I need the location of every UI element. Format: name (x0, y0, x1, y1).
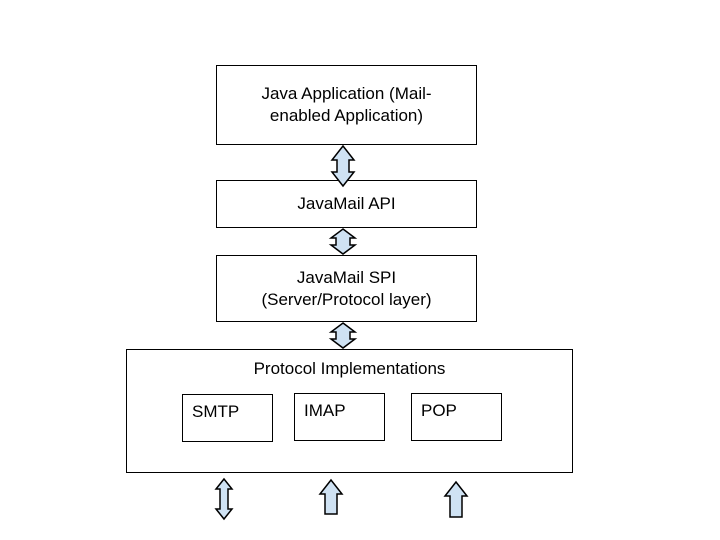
pop-label: POP (421, 401, 457, 420)
protocol-implementations-title: Protocol Implementations (253, 359, 446, 378)
api-spi-double-arrow (328, 228, 358, 255)
pop-up-arrow (443, 480, 469, 518)
smtp-box: SMTP (182, 394, 273, 442)
smtp-double-arrow (214, 477, 234, 521)
smtp-label: SMTP (192, 402, 240, 421)
javamail-spi-label: JavaMail SPI (Server/Protocol layer) (261, 267, 432, 309)
imap-up-arrow (318, 478, 344, 515)
app-api-double-arrow (330, 144, 356, 188)
java-application-box: Java Application (Mail- enabled Applicat… (216, 65, 477, 145)
imap-box: IMAP (294, 393, 385, 441)
pop-box: POP (411, 393, 502, 441)
javamail-api-label: JavaMail API (297, 194, 396, 213)
javamail-spi-box: JavaMail SPI (Server/Protocol layer) (216, 255, 477, 322)
java-application-label: Java Application (Mail- enabled Applicat… (261, 84, 432, 125)
imap-label: IMAP (304, 401, 346, 420)
spi-protocols-double-arrow (328, 322, 358, 349)
javamail-api-box: JavaMail API (216, 180, 477, 228)
